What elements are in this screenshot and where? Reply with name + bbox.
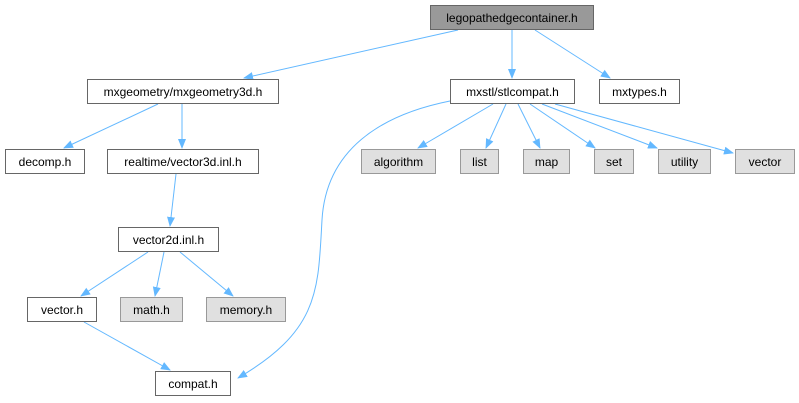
edge-vector2d-to-memory bbox=[179, 251, 234, 297]
node-box bbox=[206, 297, 286, 322]
edge-stlcompat-to-list bbox=[485, 103, 507, 149]
node-box bbox=[450, 79, 575, 104]
edge-vector2d-to-vectorh bbox=[80, 251, 149, 297]
node-box bbox=[430, 5, 594, 30]
node-vector3d[interactable]: realtime/vector3d.inl.h bbox=[107, 149, 259, 174]
edge-stlcompat-to-vector bbox=[554, 103, 734, 155]
node-box bbox=[460, 149, 499, 174]
node-label: memory.h bbox=[220, 303, 272, 317]
edge-stlcompat-to-algorithm bbox=[417, 103, 494, 149]
node-label: mxtypes.h bbox=[612, 85, 667, 99]
node-label: map bbox=[535, 155, 559, 169]
node-box bbox=[155, 371, 231, 396]
node-list: list bbox=[460, 149, 499, 174]
node-mxtypes[interactable]: mxtypes.h bbox=[599, 79, 680, 104]
node-vectorh[interactable]: vector.h bbox=[27, 297, 97, 322]
edge-stlcompat-to-set bbox=[529, 103, 596, 149]
node-box bbox=[27, 297, 97, 322]
node-box bbox=[107, 149, 259, 174]
node-box bbox=[120, 297, 183, 322]
node-map: map bbox=[523, 149, 570, 174]
edge-mxgeometry3d-to-decomp bbox=[63, 103, 159, 149]
node-label: algorithm bbox=[374, 155, 423, 169]
node-label: realtime/vector3d.inl.h bbox=[124, 155, 241, 169]
node-label: decomp.h bbox=[19, 155, 72, 169]
node-label: mxstl/stlcompat.h bbox=[466, 85, 559, 99]
node-stlcompat[interactable]: mxstl/stlcompat.h bbox=[450, 79, 575, 104]
node-box bbox=[87, 79, 279, 104]
node-box bbox=[658, 149, 711, 174]
node-box bbox=[523, 149, 570, 174]
node-memory: memory.h bbox=[206, 297, 286, 322]
edge-stlcompat-to-map bbox=[517, 103, 541, 149]
node-root[interactable]: legopathedgecontainer.h bbox=[430, 5, 594, 30]
node-decomp[interactable]: decomp.h bbox=[5, 149, 85, 174]
node-vector2d[interactable]: vector2d.inl.h bbox=[118, 227, 219, 252]
edge-root-to-mxtypes bbox=[534, 29, 611, 79]
node-box bbox=[361, 149, 436, 174]
node-set: set bbox=[594, 149, 634, 174]
node-label: vector.h bbox=[41, 303, 83, 317]
node-box bbox=[118, 227, 219, 252]
node-label: compat.h bbox=[168, 377, 217, 391]
node-compat[interactable]: compat.h bbox=[155, 371, 231, 396]
node-box bbox=[735, 149, 795, 174]
node-label: utility bbox=[671, 155, 698, 169]
node-label: legopathedgecontainer.h bbox=[446, 11, 577, 25]
node-label: set bbox=[606, 155, 623, 169]
node-algorithm: algorithm bbox=[361, 149, 436, 174]
node-box bbox=[5, 149, 85, 174]
edge-root-to-mxgeometry3d bbox=[243, 29, 459, 80]
node-label: mxgeometry/mxgeometry3d.h bbox=[104, 85, 263, 99]
node-utility: utility bbox=[658, 149, 711, 174]
node-box bbox=[599, 79, 680, 104]
edge-stlcompat-to-utility bbox=[541, 103, 658, 149]
edge-stlcompat-to-compat bbox=[237, 100, 451, 379]
nodes-layer: legopathedgecontainer.h mxgeometry/mxgeom… bbox=[5, 5, 795, 396]
node-label: list bbox=[472, 155, 487, 169]
node-math: math.h bbox=[120, 297, 183, 322]
edge-vectorh-to-compat bbox=[83, 321, 171, 371]
edge-vector3d-to-vector2d bbox=[167, 173, 177, 227]
node-box bbox=[594, 149, 634, 174]
node-vector: vector bbox=[735, 149, 795, 174]
node-label: vector bbox=[749, 155, 782, 169]
node-label: math.h bbox=[133, 303, 170, 317]
edges-layer bbox=[63, 29, 734, 379]
node-label: vector2d.inl.h bbox=[133, 233, 204, 247]
edge-vector2d-to-math bbox=[152, 251, 165, 297]
node-mxgeometry3d[interactable]: mxgeometry/mxgeometry3d.h bbox=[87, 79, 279, 104]
